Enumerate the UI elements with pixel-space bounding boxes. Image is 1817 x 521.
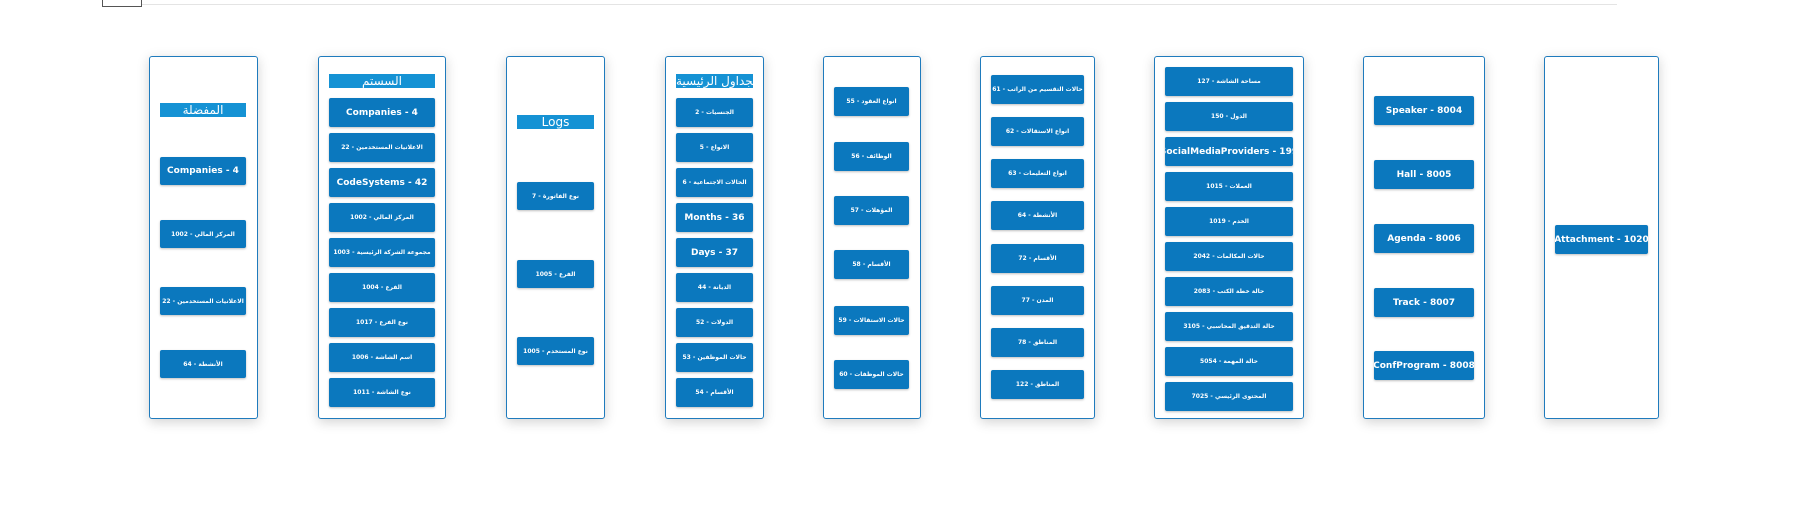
nav-button-1002-p1-2[interactable]: المركز المالي - 1002: [160, 220, 246, 248]
nav-button-track-8007-p8-4[interactable]: Track - 8007: [1374, 288, 1474, 317]
nav-button-58-p5-4[interactable]: الأقسام - 58: [834, 250, 909, 279]
nav-button-5-p4-2[interactable]: الانواع - 5: [676, 133, 753, 162]
nav-button-months-36-p4-4[interactable]: Months - 36: [676, 203, 753, 232]
nav-button-speaker-8004-p8-1[interactable]: Speaker - 8004: [1374, 96, 1474, 125]
nav-button-64-p6-4[interactable]: الأنشطة - 64: [991, 201, 1084, 230]
nav-button-56-p5-2[interactable]: الوظائف - 56: [834, 142, 909, 171]
nav-button-55-p5-1[interactable]: انواع العقود - 55: [834, 87, 909, 116]
nav-button-6-p4-3[interactable]: الحالات الاجتماعية - 6: [676, 168, 753, 197]
nav-button-1017-p2-7[interactable]: نوع الفرع - 1017: [329, 308, 435, 337]
top-left-box[interactable]: [102, 0, 142, 7]
nav-button-5054-p7-9[interactable]: حالة المهمة - 5054: [1165, 347, 1293, 376]
nav-button-52-p4-7[interactable]: الدولات - 52: [676, 308, 753, 337]
nav-button-socialmediaproviders-199-p7-3[interactable]: SocialMediaProviders - 199: [1165, 137, 1293, 166]
nav-button-62-p6-2[interactable]: انواع الاستقالات - 62: [991, 117, 1084, 146]
nav-button-22-p1-3[interactable]: الاعلانيات المستخدمين - 22: [160, 287, 246, 315]
nav-button-1019-p7-5[interactable]: الخدم - 1019: [1165, 207, 1293, 236]
nav-button-confprogram-8008-p8-5[interactable]: ConfProgram - 8008: [1374, 351, 1474, 380]
nav-button-companies-4-p1-1[interactable]: Companies - 4: [160, 157, 246, 185]
top-divider: [142, 4, 1617, 5]
nav-button-2-p4-1[interactable]: الجنسيات - 2: [676, 98, 753, 127]
panel-4-title: الجداول الرئيسية: [676, 74, 753, 88]
nav-button-2042-p7-6[interactable]: حالات المكالمات - 2042: [1165, 242, 1293, 271]
nav-button-1006-p2-8[interactable]: اسم الشاشة - 1006: [329, 343, 435, 372]
nav-button-codesystems-42-p2-3[interactable]: CodeSystems - 42: [329, 168, 435, 197]
nav-button-companies-4-p2-1[interactable]: Companies - 4: [329, 98, 435, 127]
panel-1-title: المفضلة: [160, 103, 246, 117]
panel-2-title: السستم: [329, 74, 435, 88]
nav-button-54-p4-9[interactable]: الأقسام - 54: [676, 378, 753, 407]
nav-button-53-p4-8[interactable]: حالات الموظفين - 53: [676, 343, 753, 372]
panel-5: [823, 56, 921, 419]
nav-button-1005-p3-2[interactable]: الفرع - 1005: [517, 260, 594, 288]
nav-button-1011-p2-9[interactable]: نوع الشاشة - 1011: [329, 378, 435, 407]
nav-button-63-p6-3[interactable]: انواع التعليمات - 63: [991, 159, 1084, 188]
nav-button-78-p6-7[interactable]: المناطق - 78: [991, 328, 1084, 357]
nav-button-agenda-8006-p8-3[interactable]: Agenda - 8006: [1374, 224, 1474, 253]
nav-button-1015-p7-4[interactable]: العملات - 1015: [1165, 172, 1293, 201]
nav-button-72-p6-5[interactable]: الأقسام - 72: [991, 244, 1084, 273]
nav-button-77-p6-6[interactable]: المدن - 77: [991, 286, 1084, 315]
nav-button-attachment-1020-p9-1[interactable]: Attachment - 1020: [1555, 225, 1648, 254]
nav-button-1002-p2-4[interactable]: المركز المالي - 1002: [329, 203, 435, 232]
nav-button-64-p1-4[interactable]: الأنشطة - 64: [160, 350, 246, 378]
nav-button-57-p5-3[interactable]: المؤهلات - 57: [834, 196, 909, 225]
nav-button-150-p7-2[interactable]: الدول - 150: [1165, 102, 1293, 131]
nav-button-127-p7-1[interactable]: مساحة الشاشة - 127: [1165, 67, 1293, 96]
nav-button-22-p2-2[interactable]: الاعلانيات المستخدمين - 22: [329, 133, 435, 162]
nav-button-44-p4-6[interactable]: الديانة - 44: [676, 273, 753, 302]
nav-button-1005-p3-3[interactable]: نوع المستخدم - 1005: [517, 337, 594, 365]
nav-button-1004-p2-6[interactable]: الفرع - 1004: [329, 273, 435, 302]
nav-button-122-p6-8[interactable]: المناطق - 122: [991, 370, 1084, 399]
nav-button-3105-p7-8[interactable]: حالة التدقيق المحاسبي - 3105: [1165, 312, 1293, 341]
nav-button-2083-p7-7[interactable]: حالة خطة الكتب - 2083: [1165, 277, 1293, 306]
nav-button-7-p3-1[interactable]: نوع الفاتورة - 7: [517, 182, 594, 210]
nav-button-hall-8005-p8-2[interactable]: Hall - 8005: [1374, 160, 1474, 189]
nav-button-days-37-p4-5[interactable]: Days - 37: [676, 238, 753, 267]
panel-6: [980, 56, 1095, 419]
nav-button-60-p5-6[interactable]: حالات الموظفات - 60: [834, 360, 909, 389]
nav-button-1003-p2-5[interactable]: مجموعة الشركة الرئيسية - 1003: [329, 238, 435, 267]
panel-3-title: Logs: [517, 115, 594, 129]
nav-button-59-p5-5[interactable]: حالات الاستقالات - 59: [834, 306, 909, 335]
nav-button-61-p6-1[interactable]: حالات التقسيم من الراتب - 61: [991, 75, 1084, 104]
nav-button-7025-p7-10[interactable]: المحتوى الرئيسي - 7025: [1165, 382, 1293, 411]
